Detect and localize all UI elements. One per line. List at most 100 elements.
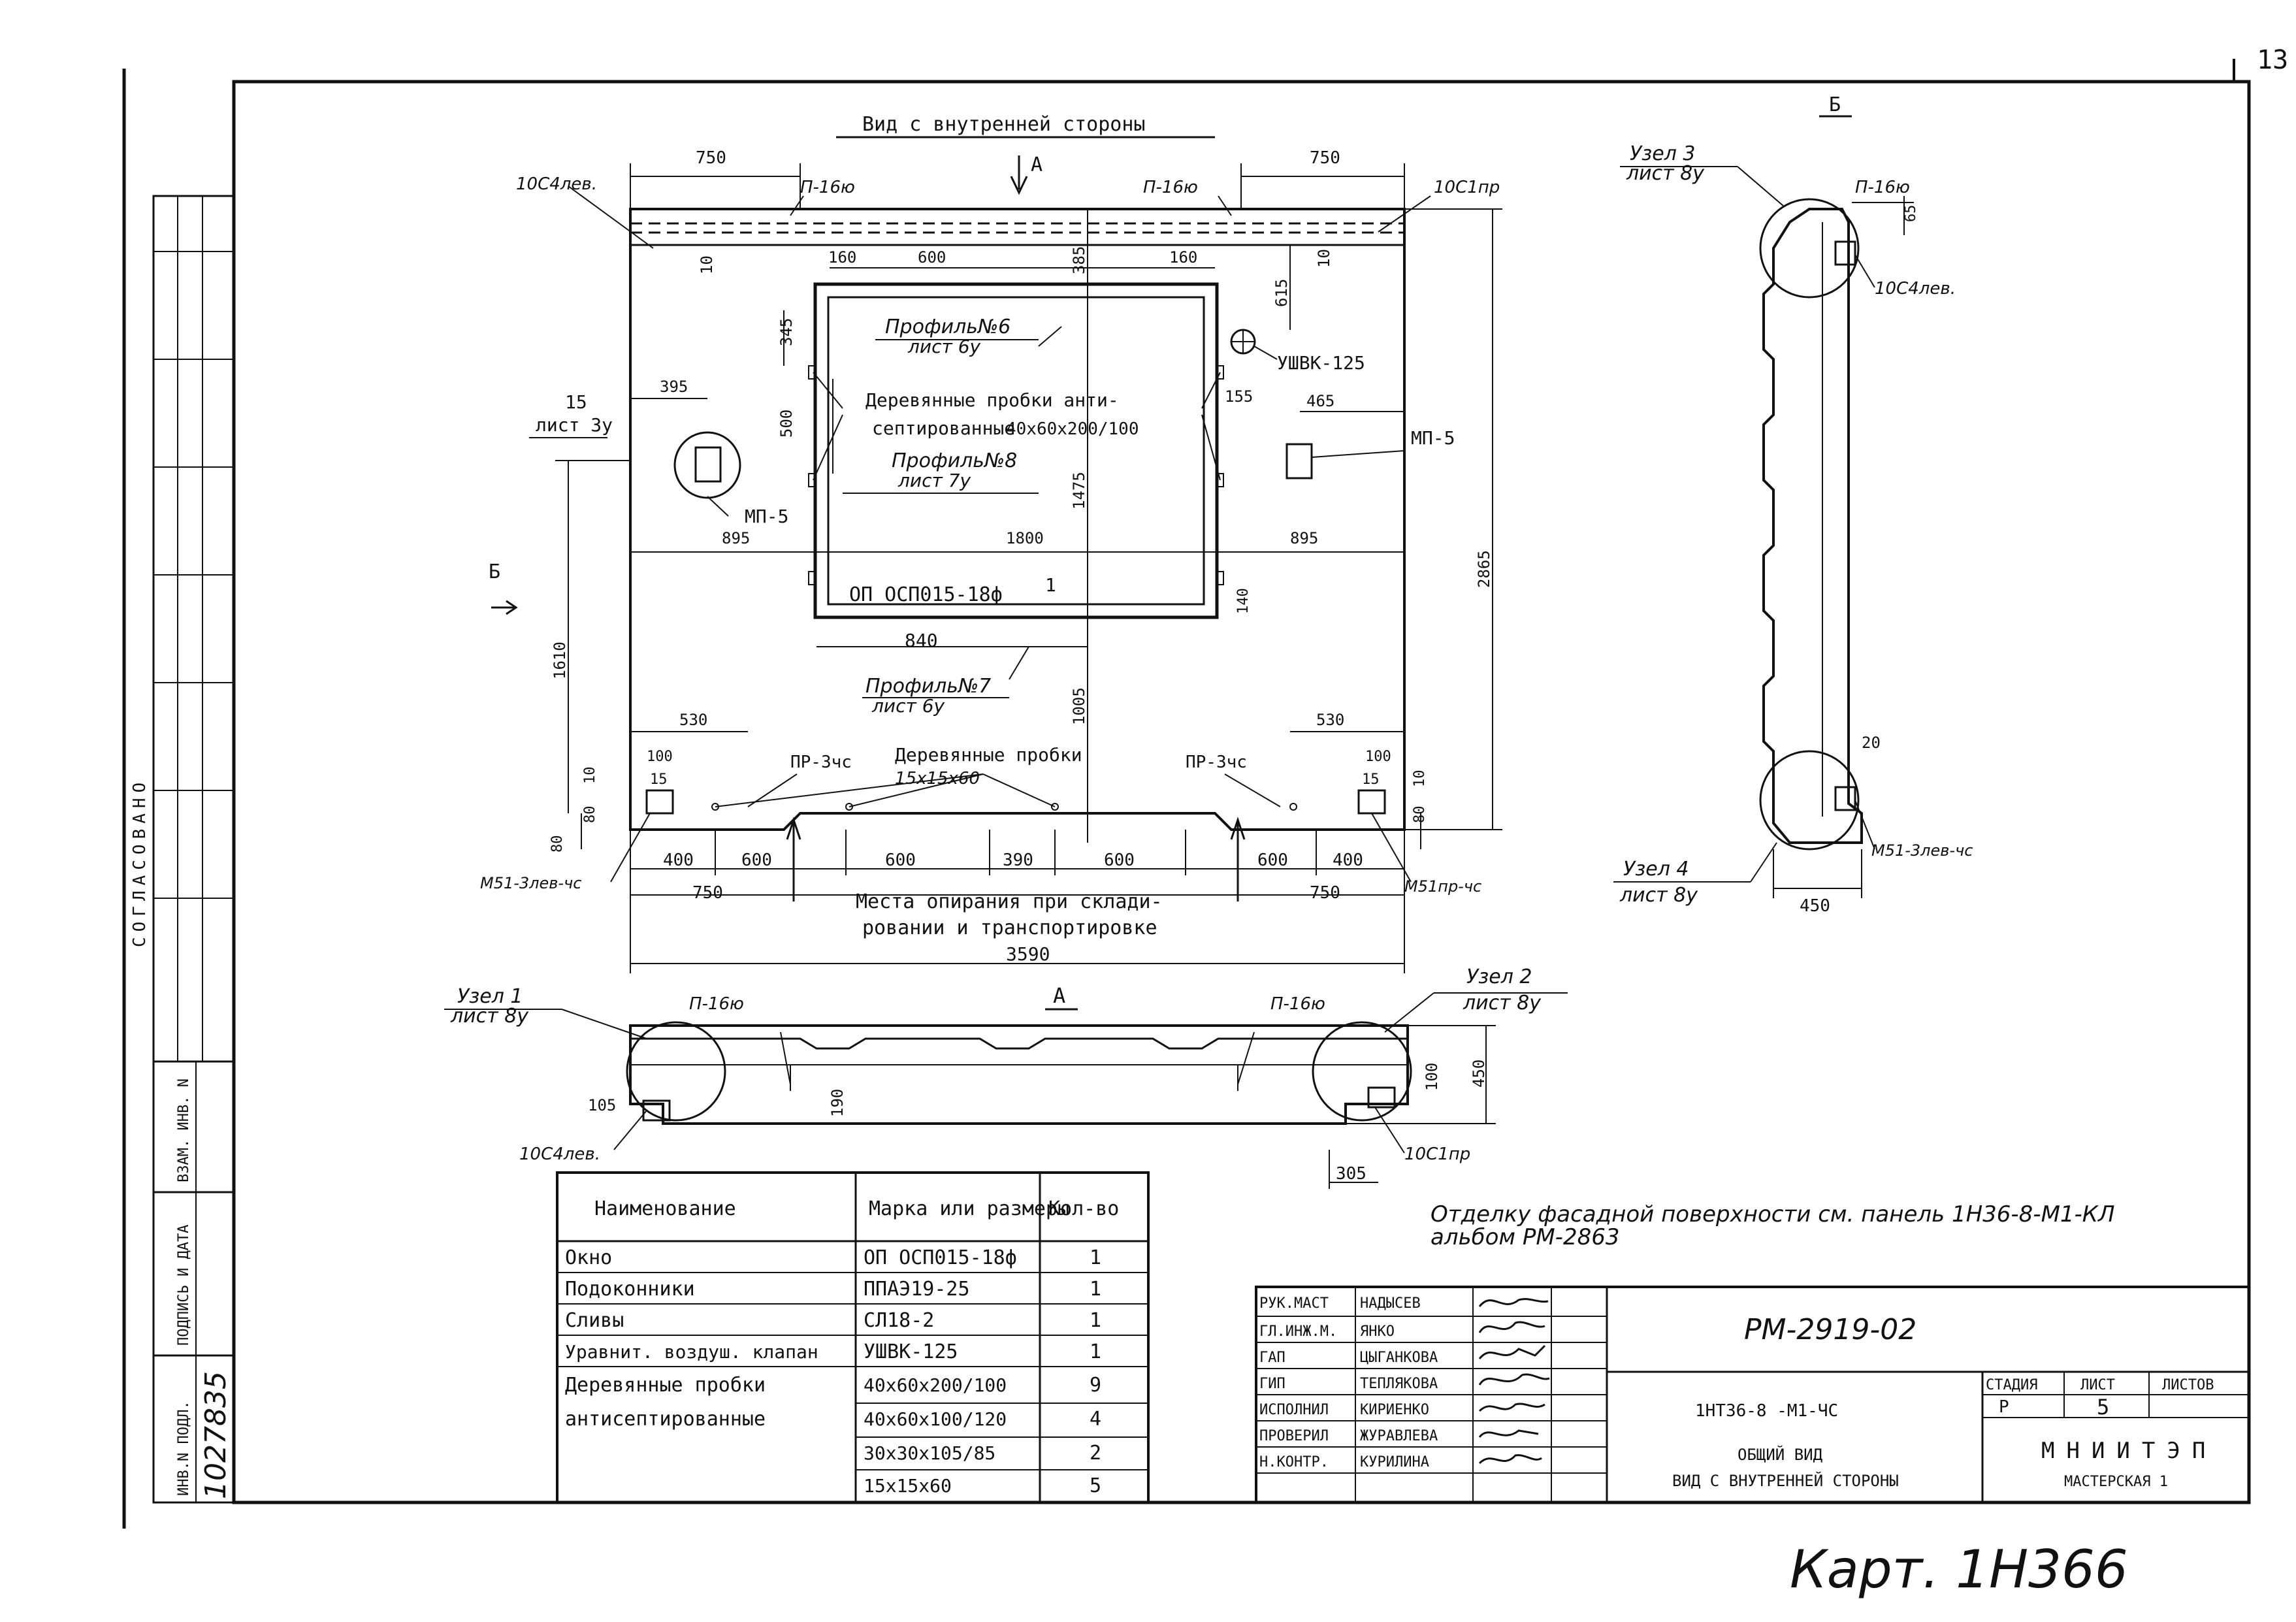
table-cell-name: Уравнит. воздуш. клапан	[565, 1341, 818, 1363]
dim-160-right: 160	[1169, 248, 1197, 267]
table-cell-mark: ППАЭ19-25	[864, 1278, 970, 1301]
view-b: Б Узел 3 лист 8у Узел 4 лист 8у П-16ю 10…	[1613, 93, 1973, 916]
sheet-label: ЛИСТ	[2080, 1377, 2115, 1393]
dim-895-right: 895	[1290, 529, 1318, 547]
person-name: КИРИЕНКО	[1360, 1402, 1429, 1418]
main-view: Вид с внутренней стороны А	[480, 113, 1502, 973]
role-label: ГИП	[1259, 1376, 1285, 1392]
window-opening	[813, 282, 1219, 619]
handwritten-note: Карт. 1Н366	[1790, 1539, 2128, 1600]
dim-750-left: 750	[696, 148, 726, 168]
profile7-sheet: лист 6у	[871, 695, 945, 717]
table-cell-mark: ОП ОСП015-18ф	[864, 1246, 1017, 1269]
inv-number: 1027835	[199, 1371, 233, 1499]
dim-500: 500	[777, 410, 796, 438]
wood-plug	[808, 365, 816, 380]
b-m51lev: М51-3лев-чс	[1871, 841, 1973, 860]
dim-895-left: 895	[722, 529, 750, 547]
m51pr-label: М51пр-чс	[1404, 877, 1481, 896]
table-cell-name: Подоконники	[565, 1278, 695, 1301]
dim-600-b2: 600	[885, 851, 916, 870]
stage-value: Р	[1999, 1397, 2009, 1417]
stage-label: СТАДИЯ	[1986, 1377, 2037, 1393]
workshop-name: МАСТЕРСКАЯ 1	[2064, 1474, 2168, 1490]
dim-395: 395	[660, 378, 688, 396]
uzel4-sheet: лист 8у	[1619, 884, 1698, 907]
mp5-plate-right	[1285, 443, 1313, 479]
dim-80-far-left: 80	[549, 835, 566, 853]
mark-10c4lev: 10С4лев.	[516, 174, 597, 194]
b-p16yu: П-16ю	[1855, 178, 1910, 197]
dim-10-right: 10	[1315, 249, 1333, 268]
role-label: ГЛ.ИНЖ.М.	[1259, 1323, 1337, 1340]
dim-385: 385	[1070, 246, 1088, 274]
uzel1-circle	[626, 1021, 726, 1122]
dim-10-left: 10	[698, 255, 716, 274]
person-name: ЖУРАВЛЕВА	[1360, 1428, 1438, 1444]
corner-page-number: 13	[2257, 45, 2288, 75]
dim-450-a: 450	[1470, 1060, 1488, 1088]
dim-1800: 1800	[1006, 529, 1044, 547]
mark-p16yu-right: П-16ю	[1143, 178, 1198, 197]
dim-750-b-right: 750	[1310, 883, 1340, 903]
ref15: 15	[565, 391, 587, 413]
dim-400-left: 400	[663, 851, 694, 870]
pr3chs-right: ПР-3чс	[1186, 753, 1247, 772]
agreed-label: СОГЛАСОВАНО	[130, 777, 150, 947]
table-header-name: Наименование	[594, 1197, 736, 1220]
doc-title-1: ОБЩИЙ ВИД	[1738, 1445, 1823, 1464]
a-10c4lev: 10С4лев.	[519, 1144, 600, 1164]
mp5-label-right: МП-5	[1411, 427, 1455, 449]
uzel2-circle	[1312, 1021, 1412, 1122]
role-label: ГАП	[1259, 1350, 1285, 1366]
view-a-body	[629, 1024, 1409, 1125]
sheets-label: ЛИСТОВ	[2162, 1377, 2214, 1393]
side-stamp: СОГЛАСОВАНО ВЗАМ. ИНВ. N ПОДПИСЬ И ДАТА …	[130, 195, 235, 1504]
window-inner	[827, 296, 1205, 606]
org-name: МНИИТЭП	[2041, 1438, 2217, 1464]
dim-600-top: 600	[918, 248, 946, 267]
view-a-arrow	[1010, 176, 1028, 195]
wood-plugs-b-size: 15х15х60	[895, 769, 980, 788]
dim-305: 305	[1336, 1164, 1366, 1184]
dim-400-right: 400	[1333, 851, 1363, 870]
view-a-title: А	[1053, 983, 1065, 1008]
dim-65: 65	[1903, 205, 1919, 223]
person-name: ЯНКО	[1360, 1323, 1395, 1340]
wood-plug	[1216, 473, 1224, 487]
inv-podl-label: ИНВ.N ПОДЛ.	[176, 1401, 192, 1496]
uzel1-sheet: лист 8у	[450, 1005, 529, 1028]
p16yu-a-right: П-16ю	[1270, 994, 1325, 1014]
view-a: А Узел 1 лист 8у Узел 2 лист 8у П-16ю П-…	[444, 965, 1568, 1189]
profile6-sheet: лист 6у	[907, 336, 981, 357]
uzel2-label: Узел 2	[1466, 965, 1532, 988]
dim-615: 615	[1272, 279, 1291, 307]
ushvk-label: УШВК-125	[1277, 352, 1365, 374]
person-name: ЦЫГАНКОВА	[1360, 1350, 1438, 1366]
person-name: КУРИЛИНА	[1360, 1454, 1429, 1470]
mp5-plate-left	[694, 446, 722, 483]
support-line1: Места опирания при склади-	[856, 890, 1163, 913]
table-cell-qty: 5	[1090, 1474, 1101, 1497]
dim-2865: 2865	[1475, 550, 1493, 588]
table-cell-mark: 15х15х60	[864, 1475, 952, 1497]
mark-p16yu-left: П-16ю	[800, 178, 855, 197]
marker-a-label: А	[1031, 154, 1043, 176]
title-block: РУК.МАСТ ГЛ.ИНЖ.М. ГАП ГИП ИСПОЛНИЛ ПРОВ…	[1255, 1286, 2250, 1504]
dim-100-a: 100	[1423, 1063, 1441, 1091]
m51-right-part	[1357, 789, 1386, 815]
p16yu-a-left: П-16ю	[689, 994, 744, 1014]
view-b-profile	[1762, 208, 1863, 844]
dim-3590: 3590	[1006, 943, 1050, 965]
dim-160-left: 160	[828, 248, 856, 267]
dim-465: 465	[1306, 392, 1334, 410]
dim-100-right: 100	[1365, 749, 1391, 765]
wood-plug	[808, 571, 816, 585]
wood-plug	[1216, 365, 1224, 380]
dim-155: 155	[1225, 387, 1253, 406]
dim-1475: 1475	[1070, 472, 1088, 510]
table-cell-qty: 2	[1090, 1442, 1101, 1465]
table-cell-qty: 1	[1090, 1309, 1101, 1332]
m51lev-label: М51-3лев-чс	[480, 874, 581, 892]
